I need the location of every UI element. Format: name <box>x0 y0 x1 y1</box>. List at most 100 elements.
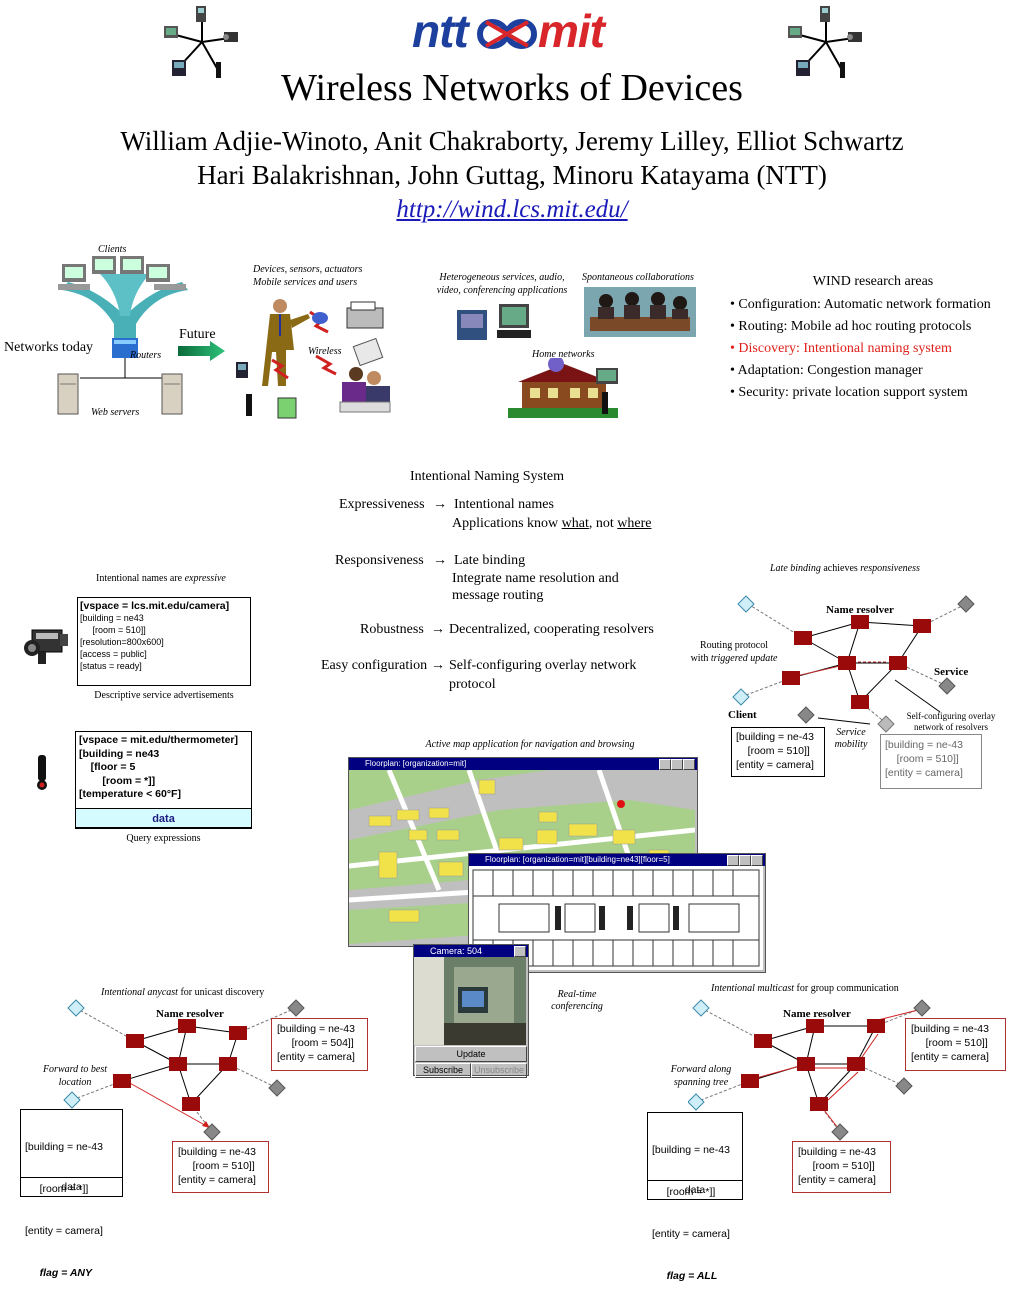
lb-request-line: [building = ne-43 <box>736 731 814 743</box>
query-data-cell: data <box>75 808 252 828</box>
anycast-service-504-box: [building = ne-43 [room = 504]] [entity … <box>271 1018 368 1071</box>
logo-ntt-text: ntt <box>412 5 469 57</box>
multicast-caption-b: for group communication <box>794 983 899 994</box>
responsiveness-point-3: message routing <box>452 588 544 603</box>
expressive-caption-b: expressive <box>184 573 226 584</box>
anycast-request-box: [building = ne-43 [room = *]] [entity = … <box>20 1109 123 1279</box>
lb-service-mobility-2: mobility <box>834 739 868 750</box>
routers-label: Routers <box>130 350 162 361</box>
devices-label-1: Devices, sensors, actuators <box>253 264 363 275</box>
lb-routing-triggered: triggered update <box>710 653 778 664</box>
robustness-label: Robustness <box>360 622 424 637</box>
minimize-button[interactable] <box>727 855 739 866</box>
device-network-icon-left <box>164 6 238 78</box>
query-line: [floor = 5 <box>79 761 136 773</box>
anycast-510-line: [room = 510]] <box>178 1160 255 1172</box>
anycast-req-line: [room = *]] <box>25 1183 89 1195</box>
minimize-button[interactable] <box>659 759 671 770</box>
arrow-robust: → <box>431 622 445 637</box>
devices-label-2: Mobile services and users <box>253 277 358 288</box>
close-button[interactable] <box>683 759 695 770</box>
ins-heading: Intentional Naming System <box>410 469 564 484</box>
lb-moved-service-box: [building = ne-43 [room = 510]] [entity … <box>880 734 982 789</box>
lb-caption-a: Late binding <box>770 563 821 574</box>
camera-update-button[interactable]: Update <box>415 1046 527 1062</box>
responsiveness-point-2: Integrate name resolution and <box>452 571 619 586</box>
expressiveness-point-1: Intentional names <box>454 497 554 512</box>
camera-subscribe-button[interactable]: Subscribe <box>415 1063 471 1078</box>
multicast-bottom-line: [building = ne-43 <box>798 1146 876 1158</box>
adv-line: [access = public] <box>80 649 147 659</box>
multicast-service-top-box: [building = ne-43 [room = 510]] [entity … <box>905 1018 1006 1071</box>
clients-label: Clients <box>98 244 127 255</box>
camera-video-feed <box>414 957 526 1045</box>
av-devices-clipart <box>457 304 531 340</box>
multicast-top-line: [entity = camera] <box>911 1051 989 1063</box>
networks-today-label: Networks today <box>4 340 94 355</box>
lb-request-line: [entity = camera] <box>736 759 814 771</box>
query-line: [temperature < 60°F] <box>79 788 181 800</box>
multicast-forward-1: Forward along <box>670 1064 732 1075</box>
camera-titlebar[interactable]: Camera: 504 <box>414 945 528 957</box>
adv-line: [building = ne43 <box>80 613 144 623</box>
close-button[interactable] <box>751 855 763 866</box>
mobile-devices-clipart <box>236 299 391 419</box>
query-line: [vspace = mit.edu/thermometer] <box>79 734 239 746</box>
realtime-label-1: Real-time <box>557 989 597 1000</box>
anycast-service-510-box: [building = ne-43 [room = 510]] [entity … <box>172 1141 269 1193</box>
authors-line-1: William Adjie-Winoto, Anit Chakraborty, … <box>120 126 904 156</box>
ntt-mit-logo: ntt mit <box>410 4 610 58</box>
research-item-configuration: • Configuration: Automatic network forma… <box>730 297 991 312</box>
close-button[interactable] <box>514 946 526 957</box>
expressive-caption: Intentional names are expressive <box>96 573 226 584</box>
research-item-routing: • Routing: Mobile ad hoc routing protoco… <box>730 319 972 334</box>
lb-moved-line: [room = 510]] <box>885 753 959 765</box>
research-item-adaptation: • Adaptation: Congestion manager <box>730 363 923 378</box>
camera-unsubscribe-button[interactable]: Unsubscribe <box>471 1063 527 1078</box>
lb-name-resolver-label: Name resolver <box>826 604 894 616</box>
campus-map-titlebar[interactable]: Floorplan: [organization=mit] <box>349 758 697 770</box>
expressiveness-label: Expressiveness <box>339 497 425 512</box>
lb-client-label: Client <box>728 709 757 721</box>
easy-config-label: Easy configuration <box>321 658 428 673</box>
anycast-caption-b: for unicast discovery <box>177 987 265 998</box>
camera-window[interactable]: Camera: 504 Update Subscribe Unsubscribe <box>413 944 529 1078</box>
lb-selfconf-2: network of resolvers <box>914 722 988 732</box>
maximize-button[interactable] <box>739 855 751 866</box>
adv-line: [vspace = lcs.mit.edu/camera] <box>80 600 230 612</box>
lb-caption-c: responsiveness <box>860 563 920 574</box>
lb-request-line: [room = 510]] <box>736 745 810 757</box>
anycast-504-line: [building = ne-43 <box>277 1023 355 1035</box>
floorplan-titlebar[interactable]: Floorplan: [organization=mit][building=n… <box>469 854 765 866</box>
query-line: [room = *]] <box>79 774 156 787</box>
project-url-link[interactable]: http://wind.lcs.mit.edu/ <box>396 196 628 223</box>
adv-line: [resolution=800x600] <box>80 637 164 647</box>
wireless-label: Wireless <box>308 346 342 357</box>
anycast-forward-2: location <box>58 1077 92 1088</box>
multicast-bottom-line: [room = 510]] <box>798 1160 875 1172</box>
lb-service-mobility-1: Service <box>836 727 866 738</box>
responsiveness-label: Responsiveness <box>335 553 424 568</box>
service-advertisement-box: [vspace = lcs.mit.edu/camera] [building … <box>77 597 251 686</box>
expr-where: where <box>617 516 652 531</box>
lb-routing-label-2: with triggered update <box>680 653 788 664</box>
expr-what: what <box>561 516 589 531</box>
query-footer: Query expressions <box>126 833 201 844</box>
expr-text-b: , not <box>588 516 618 531</box>
late-binding-caption: Late binding achieves responsiveness <box>770 563 920 574</box>
future-arrow-icon <box>178 341 225 361</box>
multicast-caption: Intentional multicast for group communic… <box>711 983 899 994</box>
lb-moved-line: [entity = camera] <box>885 767 963 779</box>
multicast-top-line: [room = 510]] <box>911 1037 988 1049</box>
logo-knot-icon <box>476 19 538 49</box>
device-network-icon-right <box>788 6 862 78</box>
maximize-button[interactable] <box>671 759 683 770</box>
adv-footer: Descriptive service advertisements <box>94 690 234 701</box>
arrow-expr: → <box>433 497 447 512</box>
multicast-flag-line: flag = ALL <box>652 1270 718 1282</box>
lb-service-label: Service <box>934 666 969 678</box>
anycast-504-line: [room = 504]] <box>277 1037 354 1049</box>
anycast-req-line: [building = ne-43 <box>25 1141 103 1153</box>
logo-mit-text: mit <box>538 5 605 57</box>
campus-map-title: Floorplan: [organization=mit] <box>365 759 467 768</box>
